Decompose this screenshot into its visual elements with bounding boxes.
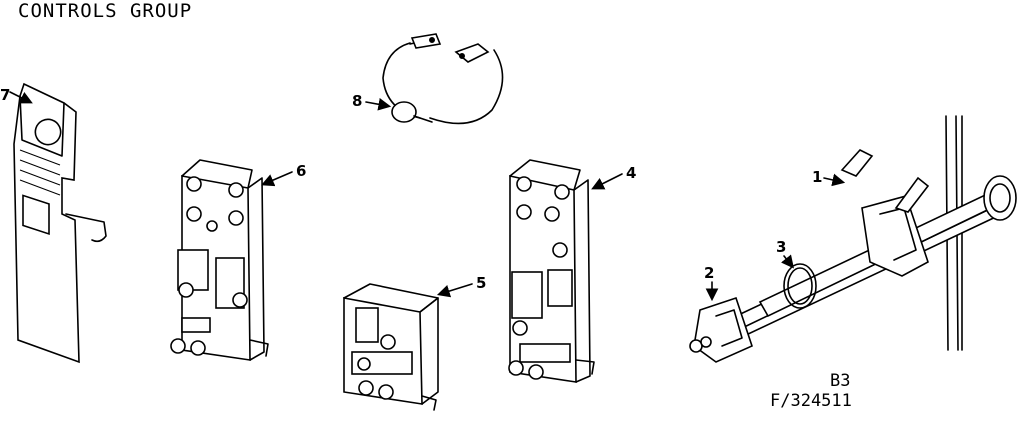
reference-code: B3 — [830, 371, 850, 391]
callout-6: 6 — [261, 162, 306, 187]
part-6-thermostat — [170, 159, 269, 361]
svg-text:5: 5 — [476, 274, 486, 292]
callout-4: 4 — [591, 164, 636, 190]
svg-text:8: 8 — [352, 92, 362, 110]
callout-2: 2 — [704, 264, 719, 302]
svg-text:3: 3 — [776, 238, 786, 256]
part-7-cover-plate — [13, 82, 107, 364]
part-5-thermostat — [343, 283, 439, 411]
callout-8: 8 — [352, 92, 392, 111]
part-4-thermostat — [508, 159, 595, 383]
svg-text:2: 2 — [704, 264, 714, 282]
part-8-wire-lead — [382, 33, 504, 125]
svg-text:4: 4 — [626, 164, 636, 182]
callout-5: 5 — [436, 274, 486, 298]
figure-number: F/324511 — [770, 391, 852, 411]
svg-text:1: 1 — [812, 168, 822, 186]
svg-text:7: 7 — [0, 86, 10, 104]
callout-7: 7 — [0, 86, 33, 104]
svg-text:6: 6 — [296, 162, 306, 180]
diagram-title: CONTROLS GROUP — [18, 0, 192, 22]
callout-1: 1 — [812, 168, 846, 187]
callout-3: 3 — [776, 238, 794, 269]
part-1-2-3-heating-element — [689, 115, 1017, 363]
